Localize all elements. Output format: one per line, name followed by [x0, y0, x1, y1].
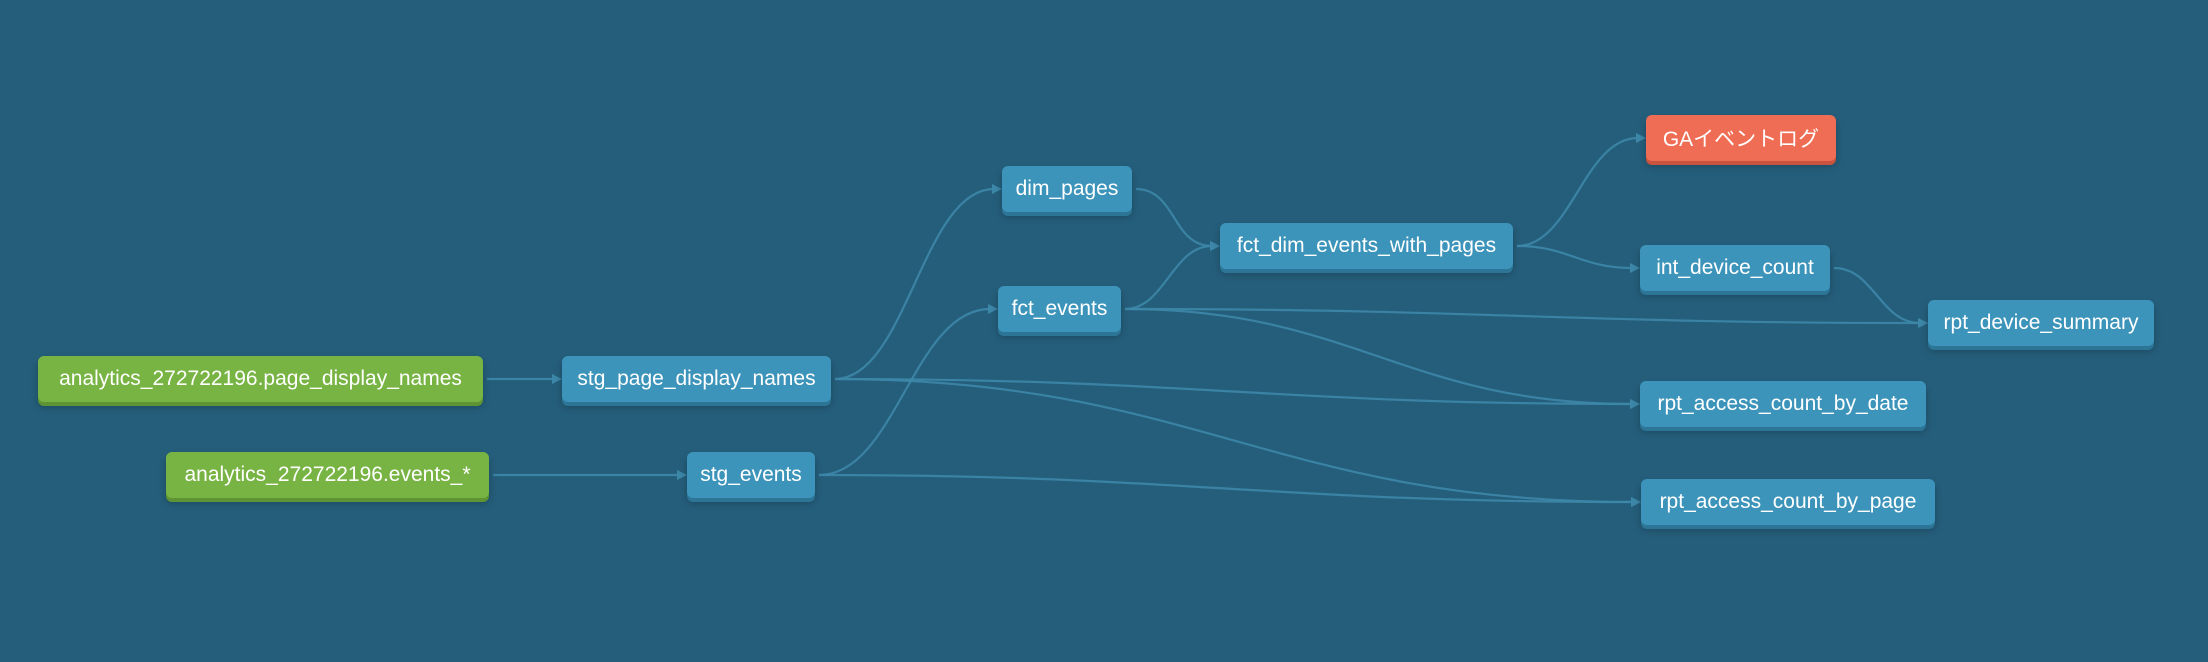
- edge-int_device-to-rpt_device: [1833, 266, 1921, 325]
- node-dim-pages[interactable]: dim_pages: [1002, 166, 1132, 212]
- edge-stg_pages-to-rpt_page: [834, 377, 1634, 504]
- node-label: rpt_access_count_by_page: [1659, 490, 1917, 513]
- node-rpt-access-count-by-date[interactable]: rpt_access_count_by_date: [1640, 381, 1926, 427]
- edge-arrowhead: [1630, 399, 1640, 409]
- node-fct-dim-events-with-pages[interactable]: fct_dim_events_with_pages: [1220, 223, 1513, 269]
- edge-arrowhead: [1636, 133, 1646, 143]
- node-label: GAイベントログ: [1662, 128, 1820, 151]
- edge-stg_pages-to-rpt_date: [834, 377, 1633, 406]
- node-int-device-count[interactable]: int_device_count: [1640, 245, 1830, 291]
- edge-arrowhead: [677, 470, 687, 480]
- edge-arrowhead: [1630, 263, 1640, 273]
- edge-fct_dim-to-ga_log: [1516, 136, 1639, 248]
- node-ga-event-log[interactable]: GAイベントログ: [1646, 115, 1836, 161]
- node-label: stg_page_display_names: [577, 367, 816, 390]
- node-label: rpt_device_summary: [1943, 311, 2139, 334]
- node-analytics-page-display-names[interactable]: analytics_272722196.page_display_names: [38, 356, 483, 402]
- node-fct-events[interactable]: fct_events: [998, 286, 1121, 332]
- edge-fct_events-to-rpt_device: [1124, 307, 1921, 325]
- node-label: fct_dim_events_with_pages: [1236, 234, 1497, 257]
- node-rpt-device-summary[interactable]: rpt_device_summary: [1928, 300, 2154, 346]
- edge-fct_events-to-rpt_date: [1124, 307, 1633, 406]
- node-rpt-access-count-by-page[interactable]: rpt_access_count_by_page: [1641, 479, 1935, 525]
- edge-dim_pages-to-fct_dim: [1135, 187, 1213, 248]
- node-label: int_device_count: [1656, 256, 1814, 279]
- node-label: analytics_272722196.page_display_names: [59, 367, 462, 390]
- edge-stg_pages-to-dim_pages: [834, 187, 995, 381]
- edge-arrowhead: [1631, 497, 1641, 507]
- edge-stg_events-to-fct_events: [818, 307, 991, 477]
- node-label: fct_events: [1011, 297, 1108, 320]
- edge-arrowhead: [992, 184, 1002, 194]
- node-label: dim_pages: [1015, 177, 1119, 200]
- node-label: stg_events: [700, 463, 802, 486]
- edge-arrowhead: [1210, 241, 1220, 251]
- edge-fct_events-to-fct_dim: [1124, 244, 1213, 311]
- node-label: rpt_access_count_by_date: [1657, 392, 1909, 415]
- node-analytics-events[interactable]: analytics_272722196.events_*: [166, 452, 489, 498]
- edge-arrowhead: [552, 374, 562, 384]
- edge-arrowhead: [988, 304, 998, 314]
- node-stg-page-display-names[interactable]: stg_page_display_names: [562, 356, 831, 402]
- node-stg-events[interactable]: stg_events: [687, 452, 815, 498]
- edge-stg_events-to-rpt_page: [818, 473, 1634, 504]
- node-label: analytics_272722196.events_*: [184, 463, 471, 486]
- edge-fct_dim-to-int_device: [1516, 244, 1633, 270]
- edge-arrowhead: [1918, 318, 1928, 328]
